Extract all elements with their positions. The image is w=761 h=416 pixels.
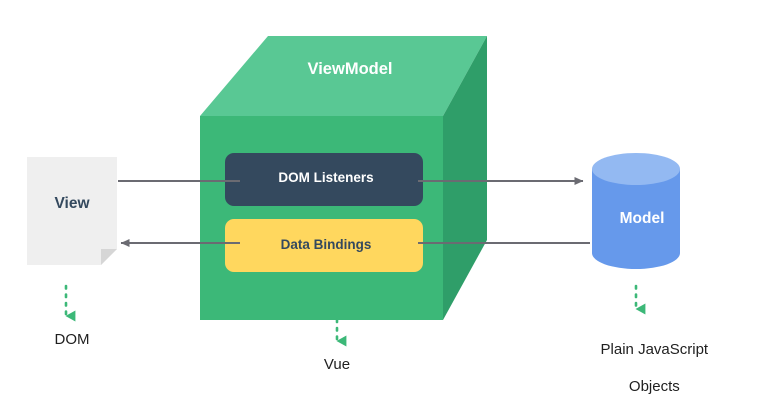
view-document-fold-icon xyxy=(101,249,117,265)
model-cylinder-top xyxy=(592,153,680,185)
cube-top-face xyxy=(200,36,487,116)
data-bindings-box-shape xyxy=(225,219,423,272)
cube-side-face xyxy=(443,36,487,320)
model-cylinder-body xyxy=(592,169,680,269)
viewmodel-cube[interactable] xyxy=(200,36,487,320)
view-node[interactable] xyxy=(27,157,117,265)
data-bindings-box[interactable] xyxy=(225,219,423,272)
dom-listeners-box-shape xyxy=(225,153,423,206)
cube-front-face xyxy=(200,116,443,320)
dom-listeners-box[interactable] xyxy=(225,153,423,206)
view-document-body xyxy=(27,157,117,265)
model-node[interactable] xyxy=(592,153,680,269)
